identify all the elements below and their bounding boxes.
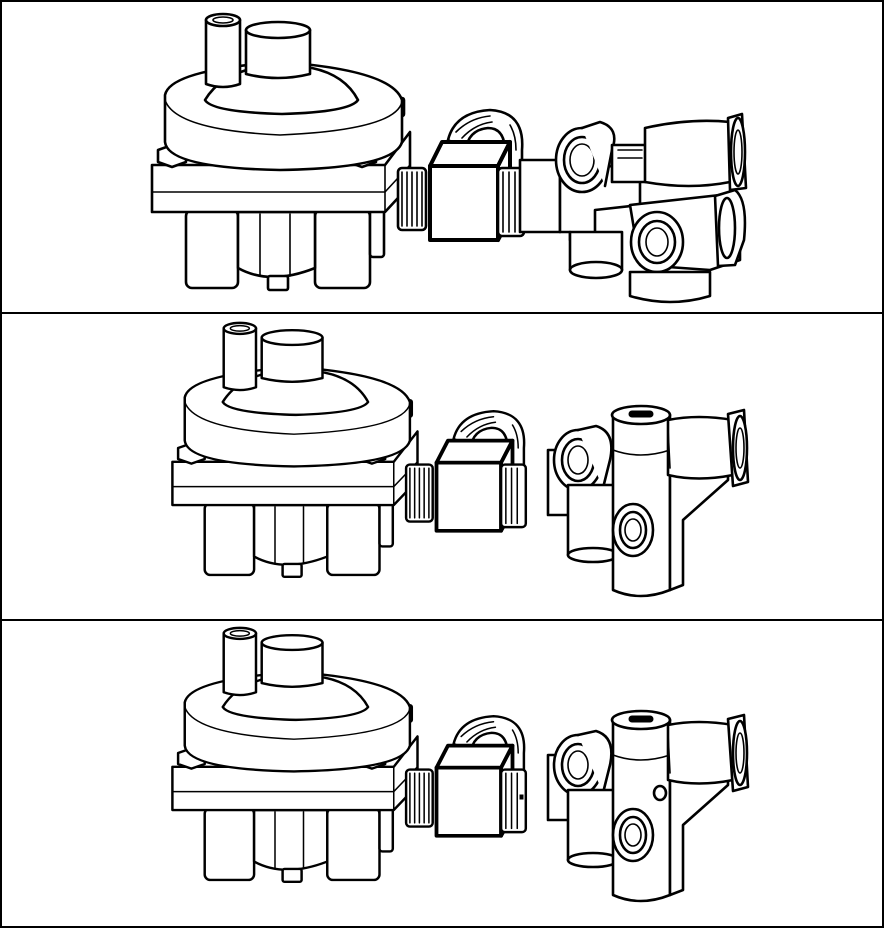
pin-mark: [519, 794, 524, 800]
mounting-hole-icon: [652, 784, 668, 802]
panel-3-valve-assembly: [170, 625, 750, 903]
